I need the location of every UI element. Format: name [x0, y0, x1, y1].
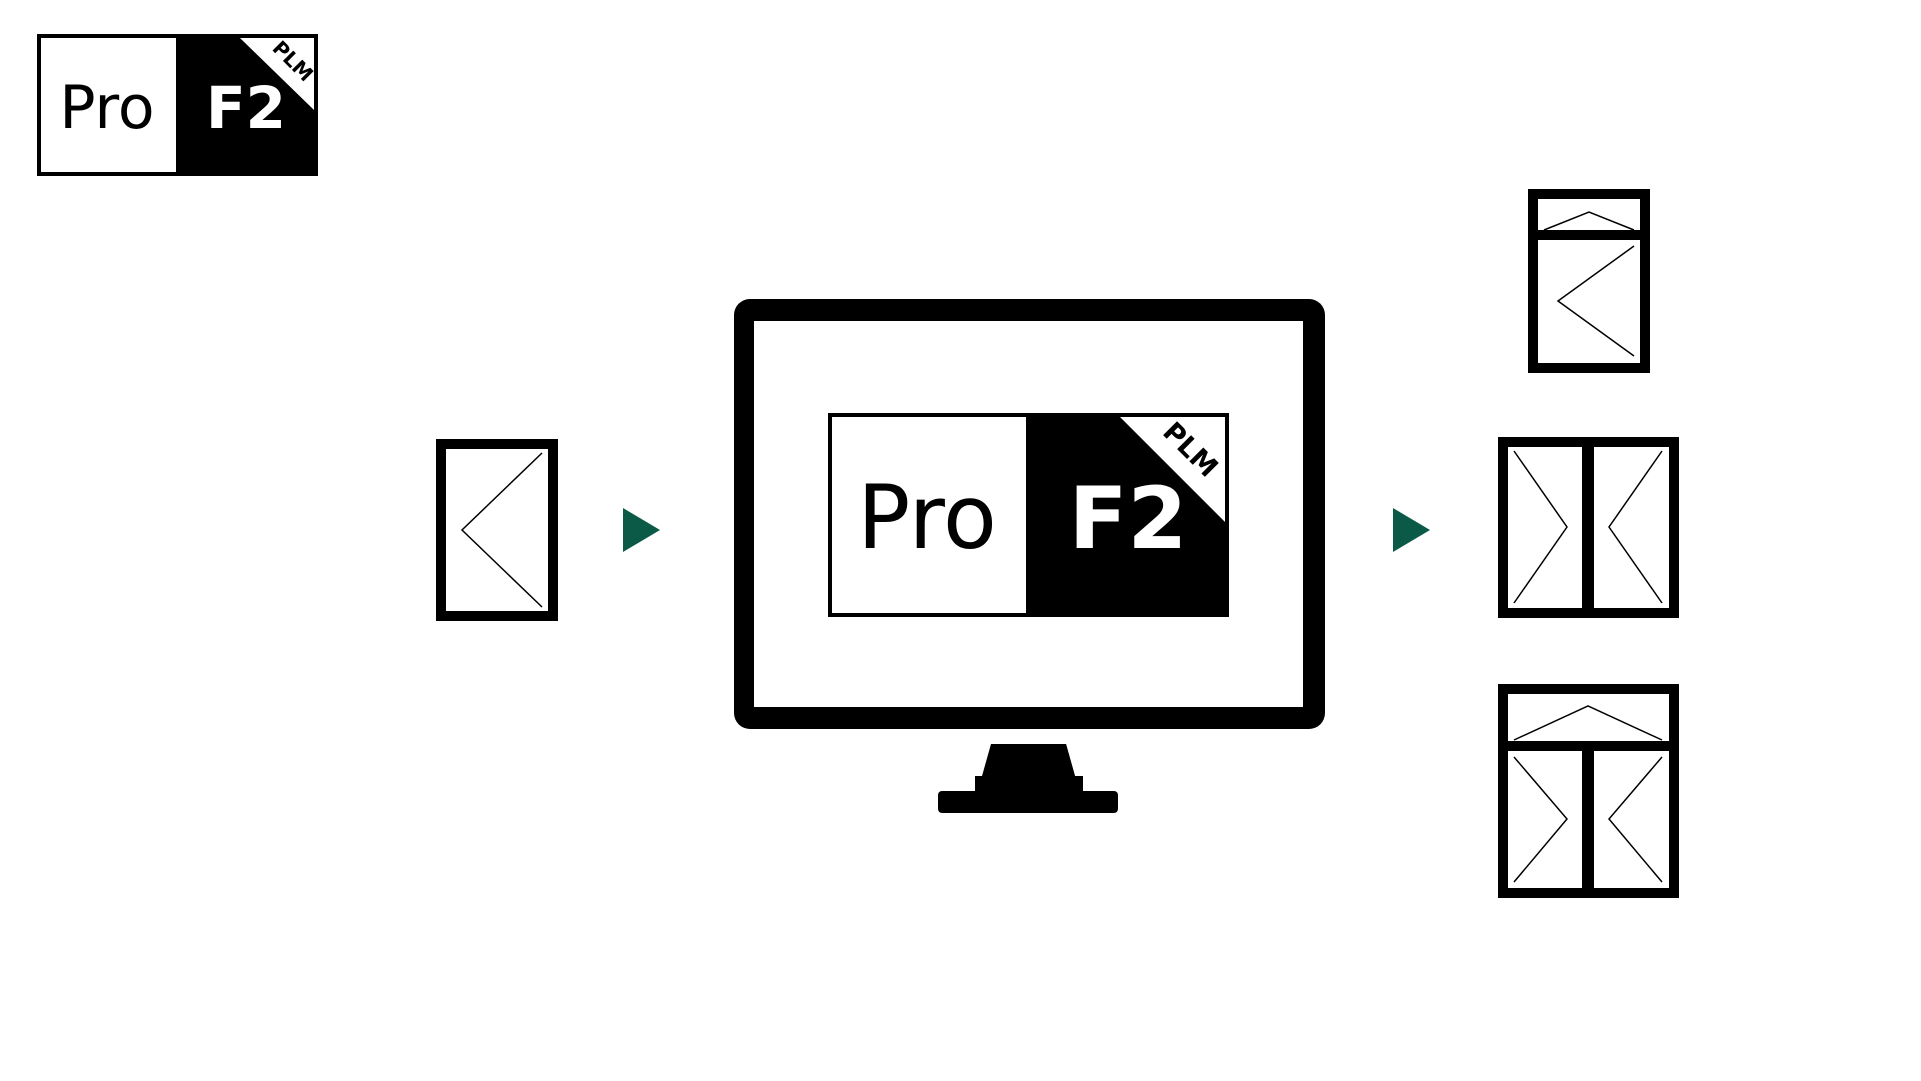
double-casement-window-icon: [1498, 437, 1679, 618]
profplm-logo: Pro F2 PLM: [37, 34, 318, 176]
logo-pro-text: Pro: [59, 73, 154, 143]
logo-f2-text: F2: [206, 74, 286, 142]
play-arrow-icon: [623, 508, 660, 552]
monitor-logo-pro-text: Pro: [857, 466, 997, 569]
single-casement-window-icon: [436, 439, 558, 621]
monitor-profplm-logo: Pro F2 PLM: [828, 413, 1229, 617]
play-arrow-icon: [1393, 508, 1430, 552]
window-with-transom-icon: [1528, 189, 1650, 373]
double-casement-window-with-transom-icon: [1498, 684, 1679, 898]
monitor-logo-f2-text: F2: [1069, 469, 1188, 569]
